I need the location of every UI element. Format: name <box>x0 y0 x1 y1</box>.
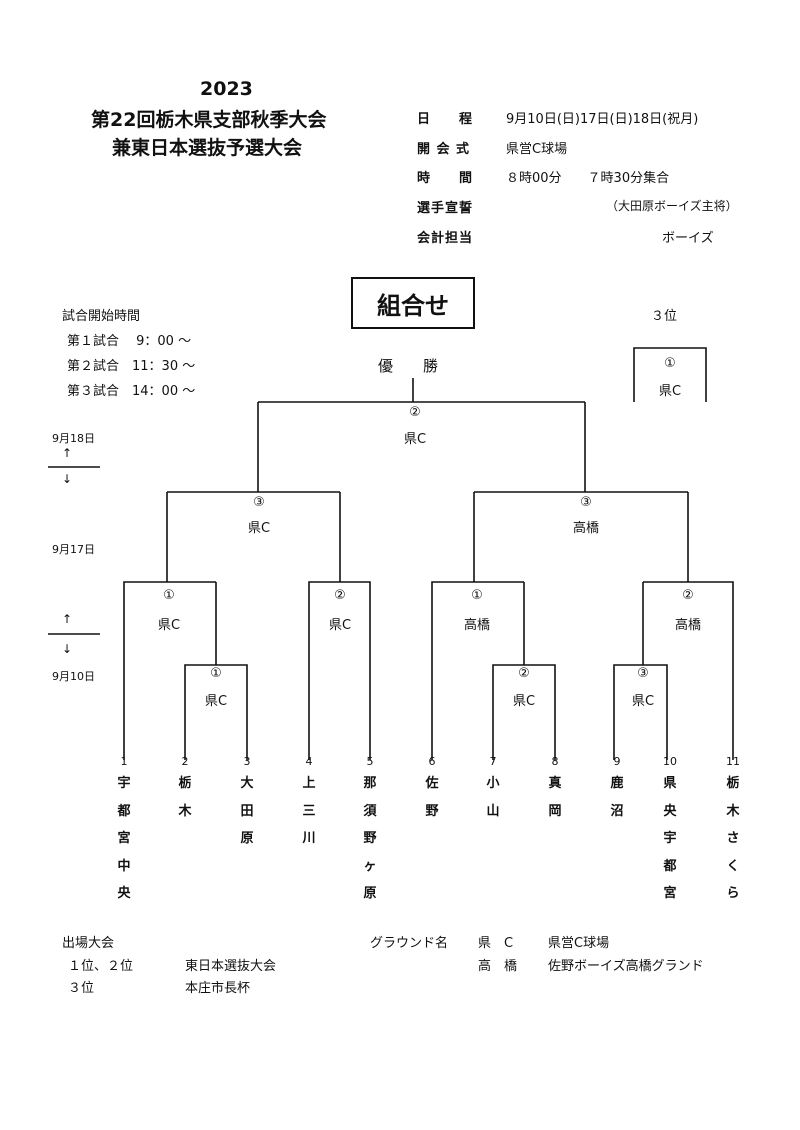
match-venue: 県C <box>512 694 536 709</box>
match-number: ① <box>664 356 676 371</box>
team-name: 大 田 原 <box>240 776 267 846</box>
arrow-down-icon: ↓ <box>62 642 73 656</box>
team-name: 上 三 川 <box>302 776 329 846</box>
event-name: 本庄市長杯 <box>185 981 251 996</box>
date-first: 9月10日 <box>52 670 95 683</box>
date-final: 9月18日 <box>52 432 95 445</box>
match-number: ① <box>471 588 483 603</box>
ground-abbr: 高 橋 <box>478 959 518 974</box>
title-line2: 兼東日本選抜予選大会 <box>112 137 303 159</box>
title-line1: 第22回栃木県支部秋季大会 <box>91 109 327 131</box>
team-number: 2 <box>181 755 189 768</box>
team-name: 鹿 沼 <box>610 776 663 819</box>
match-venue: 県C <box>658 384 682 399</box>
ground-name: 県営C球場 <box>548 936 610 951</box>
date-semi: 9月17日 <box>52 543 95 556</box>
info-value: 9月10日(日)17日(日)18日(祝月) <box>506 112 699 127</box>
match-number: ② <box>409 405 421 420</box>
team-number: 11 <box>726 755 740 768</box>
year: 2023 <box>200 78 253 100</box>
ground-title: グラウンド名 <box>370 936 449 951</box>
match-venue: 県C <box>631 694 655 709</box>
team-number: 1 <box>120 755 128 768</box>
match-venue: 高橋 <box>572 521 599 536</box>
match-venue: 県C <box>247 521 271 536</box>
match-number: ① <box>163 588 175 603</box>
bracket-title: 組合せ <box>351 277 475 329</box>
schedule-game: 第２試合 11：30 ～ <box>67 359 196 374</box>
team-number: 3 <box>243 755 251 768</box>
team-number: 9 <box>613 755 621 768</box>
team-name: 栃木さくら <box>726 776 740 901</box>
arrow-up-icon: ↑ <box>62 612 73 626</box>
champion-label: 優 勝 <box>378 357 439 375</box>
team-number: 7 <box>489 755 497 768</box>
match-number: ② <box>682 588 694 603</box>
info-label: 時 間 <box>417 171 474 186</box>
match-venue: 県C <box>328 618 352 633</box>
team-number: 4 <box>305 755 313 768</box>
info-value: （大田原ボーイズ主将） <box>606 199 738 213</box>
team-number: 6 <box>428 755 436 768</box>
team-number: 8 <box>551 755 559 768</box>
info-value: 県営C球場 <box>506 142 568 157</box>
match-venue: 県C <box>157 618 181 633</box>
match-number: ① <box>210 666 222 681</box>
match-number: ③ <box>580 495 592 510</box>
event-name: 東日本選抜大会 <box>185 959 277 974</box>
info-value: ボーイズ <box>662 231 714 246</box>
events-title: 出場大会 <box>62 936 115 951</box>
match-number: ③ <box>637 666 649 681</box>
schedule-game: 第１試合 9：00 ～ <box>67 334 192 349</box>
team-name: 宇都宮中央 <box>117 776 131 901</box>
info-label: 日 程 <box>417 112 474 127</box>
schedule-game: 第３試合 14：00 ～ <box>67 384 196 399</box>
team-name: 那須野ヶ原 <box>363 776 377 901</box>
info-label: 開 会 式 <box>417 142 471 157</box>
event-rank: １位、２位 <box>68 959 134 974</box>
match-number: ② <box>518 666 530 681</box>
arrow-down-icon: ↓ <box>62 472 73 486</box>
schedule-title: 試合開始時間 <box>62 309 141 324</box>
match-number: ③ <box>253 495 265 510</box>
team-name: 県央宇都宮 <box>663 776 677 901</box>
arrow-up-icon: ↑ <box>62 446 73 460</box>
ground-abbr: 県 C <box>478 936 514 951</box>
event-rank: ３位 <box>68 981 95 996</box>
match-venue: 高橋 <box>674 618 701 633</box>
team-name: 真 岡 <box>548 776 601 819</box>
team-name: 佐 野 <box>425 776 478 819</box>
team-number: 5 <box>366 755 374 768</box>
ground-name: 佐野ボーイズ高橋グランド <box>548 959 704 974</box>
team-number: 10 <box>663 755 677 768</box>
match-venue: 県C <box>403 432 427 447</box>
match-venue: 高橋 <box>463 618 490 633</box>
info-label: 選手宣誓 <box>417 201 474 216</box>
match-number: ② <box>334 588 346 603</box>
team-name: 栃 木 <box>178 776 231 819</box>
third-place-label: ３位 <box>651 309 678 324</box>
match-venue: 県C <box>204 694 228 709</box>
info-value: ８時00分 ７時30分集合 <box>506 171 670 186</box>
info-label: 会計担当 <box>417 231 474 246</box>
team-name: 小 山 <box>486 776 539 819</box>
